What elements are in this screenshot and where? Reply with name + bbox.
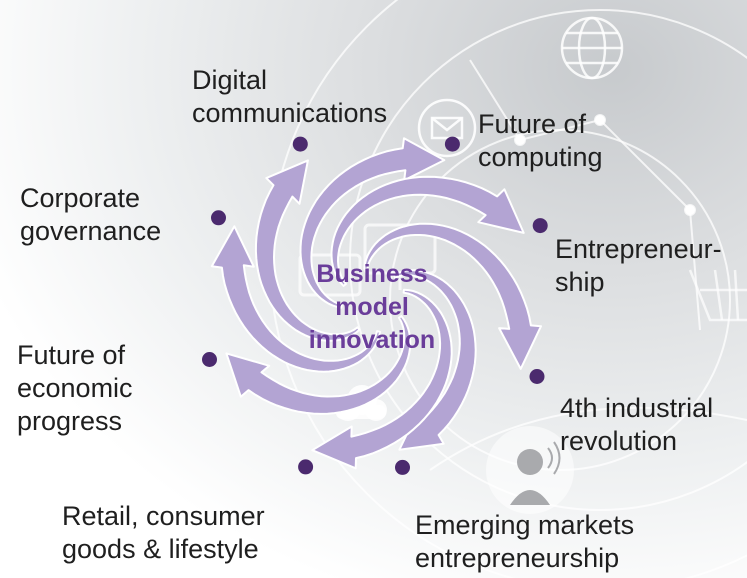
bullet-dot-future-of-economic-progress [202, 352, 217, 367]
cycle-arrow-retail-consumer-goods [311, 288, 453, 470]
bullet-dot-entrepreneurship [532, 218, 548, 234]
cycle-arrow-emerging-markets [392, 269, 477, 451]
mail-icon [417, 98, 477, 158]
cycle-arrow-future-of-computing [299, 137, 446, 309]
network-lines [688, 269, 747, 322]
bullet-dot-4th-industrial-revolution [529, 369, 545, 384]
label-emerging-markets: Emerging markets entrepreneurship [415, 510, 635, 573]
bullet-dot-future-of-computing [444, 136, 460, 152]
bullet-dot-corporate-governance [211, 210, 226, 226]
center-label: Business model innovation [308, 260, 436, 354]
cycle-arrow-digital-communications [254, 159, 361, 342]
bullet-dot-retail-consumer-goods [298, 459, 314, 475]
cycle-arrow-corporate-governance [210, 225, 381, 373]
label-4th-industrial-revolution: 4th industrial revolution [560, 393, 714, 456]
cycle-arrow-future-of-economic-progress [225, 315, 412, 415]
cycle-arrow-entrepreneurship [330, 175, 525, 287]
bullet-dot-emerging-markets [395, 459, 410, 475]
globe-icon [560, 16, 624, 80]
cycle-arrow-4th-industrial-revolution [363, 222, 542, 370]
label-entrepreneurship: Entrepreneur- ship [555, 234, 722, 297]
label-corporate-governance: Corporate governance [20, 183, 162, 246]
bullet-dot-digital-communications [292, 136, 308, 152]
label-retail-consumer-goods: Retail, consumer goods & lifestyle [62, 501, 265, 564]
person-icon [486, 426, 574, 514]
label-digital-communications: Digital communications [192, 65, 388, 128]
label-future-of-computing: Future of computing [478, 109, 603, 172]
label-future-of-economic-progress: Future of economic progress [17, 340, 133, 436]
